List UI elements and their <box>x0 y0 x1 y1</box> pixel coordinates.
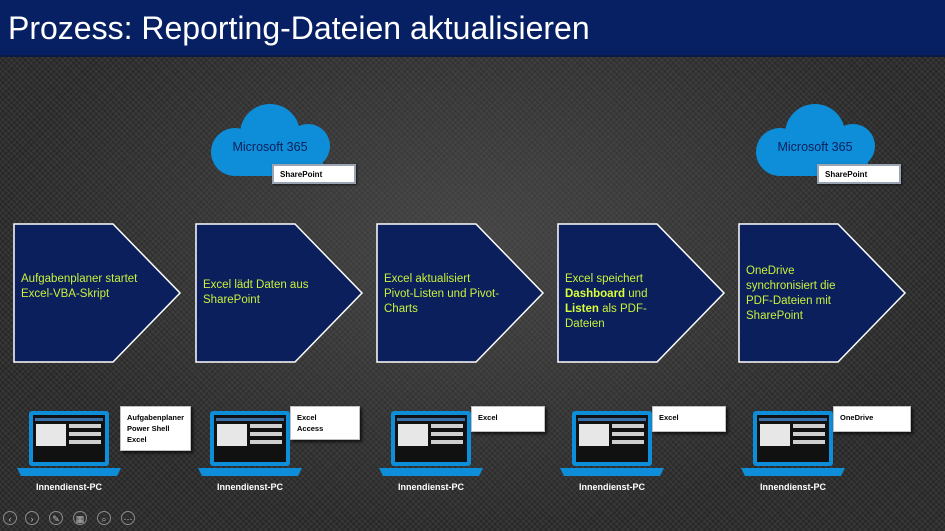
step-text-bold-dashboard: Dashboard <box>565 288 626 300</box>
zoom-icon[interactable]: ⌕ <box>97 511 111 525</box>
sharepoint-label: SharePoint <box>825 170 868 179</box>
step-text: OneDrive synchronisiert die PDF-Dateien … <box>746 265 836 322</box>
process-step-1: Aufgabenplaner startet Excel-VBA-Skript <box>13 223 185 363</box>
sharepoint-box: SharePoint <box>817 164 901 184</box>
sharepoint-box: SharePoint <box>272 164 356 184</box>
tools-box: Excel Access <box>290 406 360 440</box>
tool-label: Excel <box>659 413 679 422</box>
computer-caption: Innendienst-PC <box>216 482 283 492</box>
laptop-icon <box>198 411 302 476</box>
step-text-part: Excel speichert <box>565 273 643 285</box>
process-step-2: Excel lädt Daten aus SharePoint <box>195 223 367 363</box>
process-step-4: Excel speichert Dashboard und Listen als… <box>557 223 729 363</box>
step-text-part: als PDF-Dateien <box>565 303 647 330</box>
computer-4: Excel Innendienst-PC <box>557 406 727 496</box>
process-step-3: Excel aktualisiert Pivot-Listen und Pivo… <box>376 223 548 363</box>
chevron-arrow-shape <box>738 223 907 363</box>
cloud-label: Microsoft 365 <box>232 140 308 154</box>
step-text-bold-listen: Listen <box>565 303 599 315</box>
step-text: Excel lädt Daten aus SharePoint <box>203 279 309 306</box>
tools-box: Aufgabenplaner Power Shell Excel <box>120 406 192 451</box>
laptop-icon <box>560 411 664 476</box>
computer-caption: Innendienst-PC <box>759 482 826 492</box>
tool-label: Aufgabenplaner <box>127 413 185 422</box>
sharepoint-label: SharePoint <box>280 170 323 179</box>
computer-3: Excel Innendienst-PC <box>376 406 546 496</box>
slides-grid-icon[interactable]: ▦ <box>73 511 87 525</box>
process-step-5: OneDrive synchronisiert die PDF-Dateien … <box>738 223 910 363</box>
laptop-icon <box>741 411 845 476</box>
tool-label: Access <box>297 424 324 433</box>
tool-label: Excel <box>478 413 498 422</box>
computer-2: Excel Access Innendienst-PC <box>195 406 365 496</box>
chevron-arrow-shape <box>195 223 364 363</box>
chevron-arrow-shape <box>557 223 726 363</box>
title-bar: Prozess: Reporting-Dateien aktualisieren <box>0 0 945 57</box>
computer-caption: Innendienst-PC <box>578 482 645 492</box>
tools-box: Excel <box>652 406 726 432</box>
computer-5: OneDrive Innendienst-PC <box>738 406 911 496</box>
tools-box: OneDrive <box>833 406 911 432</box>
computer-caption: Innendienst-PC <box>397 482 464 492</box>
computer-caption: Innendienst-PC <box>35 482 102 492</box>
laptop-icon <box>17 411 121 476</box>
cloud-microsoft-365-2: Microsoft 365 SharePoint <box>750 104 901 184</box>
tool-label: Power Shell <box>127 424 170 433</box>
tool-label: OneDrive <box>840 413 874 422</box>
slide-title: Prozess: Reporting-Dateien aktualisieren <box>8 10 590 46</box>
cloud-label: Microsoft 365 <box>777 140 853 154</box>
chevron-arrow-shape <box>13 223 182 363</box>
chevron-arrow-shape <box>376 223 545 363</box>
step-text: Aufgabenplaner startet Excel-VBA-Skript <box>21 273 138 300</box>
pen-icon[interactable]: ✎ <box>49 511 63 525</box>
tool-label: Excel <box>127 435 147 444</box>
step-text: Excel speichert Dashboard und Listen als… <box>565 272 683 332</box>
tools-box: Excel <box>471 406 545 432</box>
step-text-part: und <box>625 288 648 300</box>
computer-1: Aufgabenplaner Power Shell Excel Innendi… <box>14 406 192 496</box>
laptop-icon <box>379 411 483 476</box>
previous-slide-icon[interactable]: ‹ <box>3 511 17 525</box>
cloud-microsoft-365-1: Microsoft 365 SharePoint <box>205 104 356 184</box>
next-slide-icon[interactable]: › <box>25 511 39 525</box>
tool-label: Excel <box>297 413 317 422</box>
step-text: Excel aktualisiert Pivot-Listen und Pivo… <box>384 273 500 315</box>
more-options-icon[interactable]: ⋯ <box>121 511 135 525</box>
